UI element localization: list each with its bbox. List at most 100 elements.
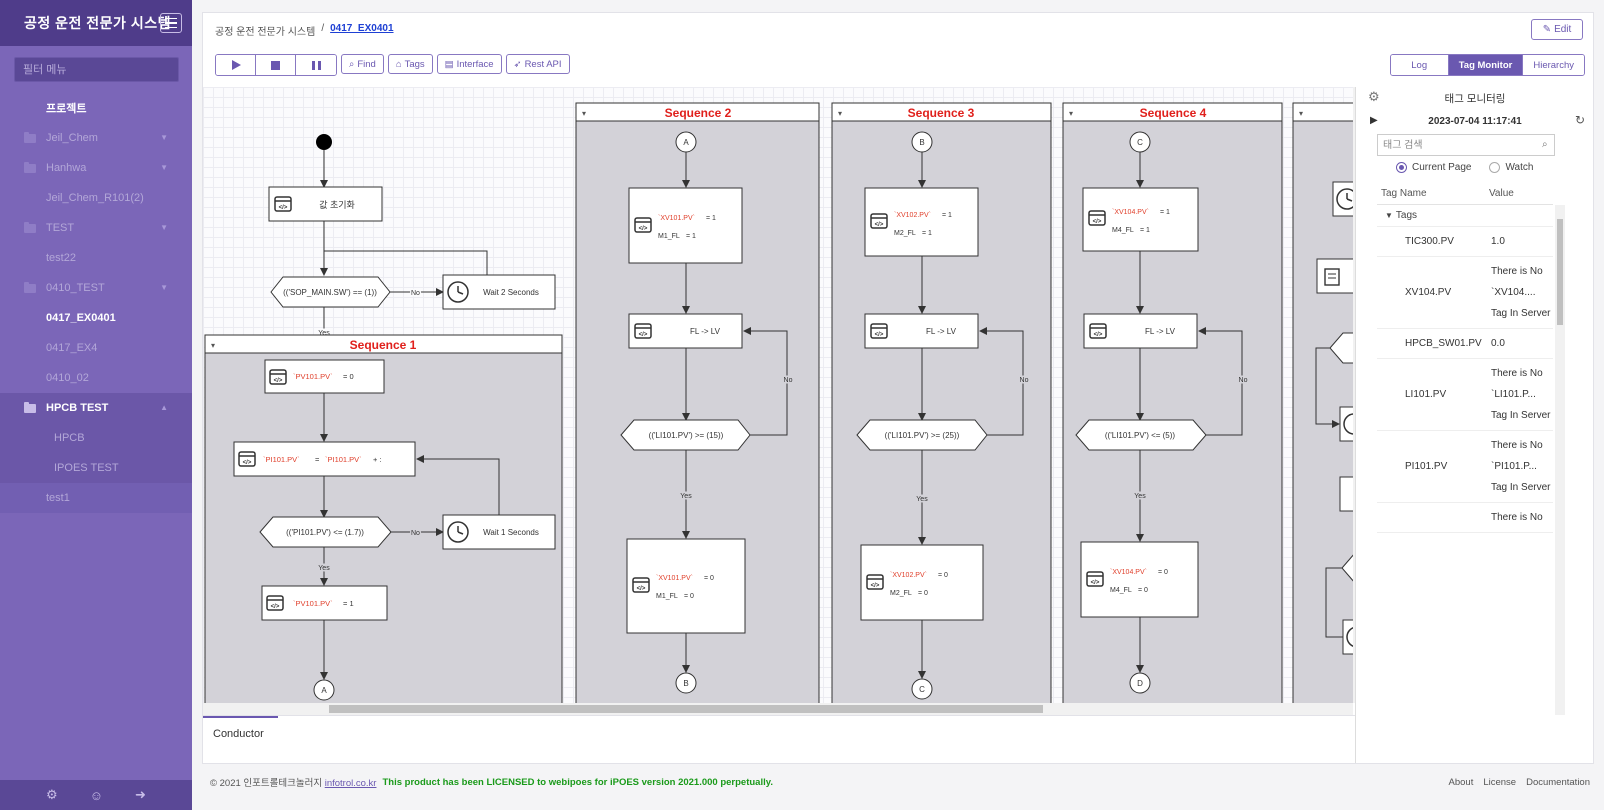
seq4-close-valve-block[interactable]: `XV104.PV` = 0 M4_FL = 0 <box>1080 541 1199 618</box>
tags-button[interactable]: ⌂Tags <box>387 54 433 74</box>
tag-group-row[interactable]: ▼ Tags <box>1377 205 1553 227</box>
seq2-open-valve-block[interactable]: `XV101.PV` = 1 M1_FL = 1 <box>628 187 743 264</box>
connector-d[interactable]: D <box>1129 672 1151 694</box>
seq3-close-valve-block[interactable]: `XV102.PV` = 0 M2_FL = 0 <box>860 544 984 621</box>
table-row[interactable]: XV104.PV There is No `XV104.... Tag In S… <box>1377 257 1553 329</box>
company-link[interactable]: infotrol.co.kr <box>324 778 377 789</box>
sop-main-condition[interactable]: (('SOP_MAIN.SW') == (1)) <box>270 276 391 308</box>
seq3-level-condition[interactable]: (('LI101.PV') >= (25)) <box>856 419 988 451</box>
logout-icon[interactable]: ➜ <box>135 787 146 802</box>
svg-text:= 0: = 0 <box>1158 569 1168 576</box>
canvas-horizontal-scrollbar[interactable] <box>203 703 1353 715</box>
tab-conductor[interactable]: Conductor <box>203 716 278 754</box>
svg-text:M4_FL: M4_FL <box>1112 227 1134 234</box>
tag-name: TIC300.PV <box>1405 236 1454 247</box>
seq4-fl-lv-block[interactable]: FL -> LV <box>1083 313 1198 349</box>
seq3-fl-lv-block[interactable]: FL -> LV <box>864 313 979 349</box>
sidebar-filter-input[interactable] <box>14 57 179 82</box>
radio-current-page[interactable]: Current Page <box>1396 162 1471 173</box>
tag-monitor-title: 태그 모니터링 <box>1444 93 1506 105</box>
start-node[interactable] <box>316 134 332 150</box>
user-icon[interactable]: ☺ <box>89 787 103 803</box>
connector-c-in[interactable]: C <box>1129 131 1151 153</box>
sidebar-footer: ⚙ ☺ ➜ <box>0 780 192 810</box>
sidebar-item-test22[interactable]: test22 <box>0 243 192 273</box>
sidebar-item-0417-ex4[interactable]: 0417_EX4 <box>0 333 192 363</box>
radio-label: Current Page <box>1412 162 1472 173</box>
set-pv101-block[interactable]: `PV101.PV` = 0 <box>264 359 385 394</box>
tag-table-scrollbar[interactable] <box>1555 205 1565 715</box>
sidebar-item-ipoes-test[interactable]: IPOES TEST <box>0 453 192 483</box>
connector-a[interactable]: A <box>313 679 335 701</box>
sidebar-item-jeil-chem-r101[interactable]: Jeil_Chem_R101(2) <box>0 183 192 213</box>
interface-button[interactable]: ▤Interface <box>436 54 502 74</box>
seq2-fl-lv-block[interactable]: FL -> LV <box>628 313 743 349</box>
tag-name: LI101.PV <box>1405 389 1447 400</box>
edit-button[interactable]: ✎ Edit <box>1531 19 1583 40</box>
wait-2-seconds-block[interactable]: Wait 2 Seconds <box>442 274 556 310</box>
connector-a-in[interactable]: A <box>675 131 697 153</box>
sidebar-item-0410-test[interactable]: 0410_TEST▼ <box>0 273 192 303</box>
connector-c[interactable]: C <box>911 678 933 700</box>
stop-icon <box>271 60 280 70</box>
tab-log[interactable]: Log <box>1390 55 1449 75</box>
gear-icon[interactable]: ⚙ <box>1368 89 1380 104</box>
user-settings-icon[interactable]: ⚙ <box>46 787 58 802</box>
sidebar-item-jeil-chem[interactable]: Jeil_Chem▼ <box>0 123 192 153</box>
table-row[interactable]: PI101.PV There is No `PI101.P... Tag In … <box>1377 431 1553 503</box>
sidebar-root-projects[interactable]: 프로젝트 <box>0 93 192 123</box>
rest-api-button[interactable]: ➶Rest API <box>505 54 570 74</box>
column-header-name[interactable]: Tag Name <box>1381 188 1427 199</box>
find-button[interactable]: ⌕Find <box>341 54 384 74</box>
play-button[interactable] <box>216 55 256 75</box>
run-controls <box>215 54 337 76</box>
sidebar-item-test1[interactable]: test1 <box>0 483 192 513</box>
svg-text:Yes: Yes <box>916 496 928 503</box>
refresh-icon[interactable]: ↻ <box>1574 113 1585 127</box>
table-row[interactable]: TIC300.PV 1.0 <box>1377 227 1553 257</box>
seq2-level-condition[interactable]: (('LI101.PV') >= (15)) <box>620 419 751 451</box>
sidebar-item-hpcb[interactable]: HPCB <box>0 423 192 453</box>
stop-button[interactable] <box>256 55 296 75</box>
tag-search-input[interactable] <box>1377 134 1555 156</box>
diagram-canvas[interactable]: </> 값 초기화 (('SOP_MAIN.SW') == (1) <box>203 87 1353 703</box>
tab-tag-monitor[interactable]: Tag Monitor <box>1448 55 1524 75</box>
menu-toggle-icon[interactable] <box>160 13 182 33</box>
table-row[interactable]: LI101.PV There is No `LI101.P... Tag In … <box>1377 359 1553 431</box>
about-link[interactable]: About <box>1448 776 1474 788</box>
sidebar-item-test[interactable]: TEST▼ <box>0 213 192 243</box>
pi101-condition[interactable]: (('PI101.PV') <= (1.7)) <box>259 516 392 548</box>
sidebar-item-hanhwa[interactable]: Hanhwa▼ <box>0 153 192 183</box>
seq4-level-condition[interactable]: (('LI101.PV') <= (5)) <box>1075 419 1207 451</box>
connector-b[interactable]: B <box>675 672 697 694</box>
seq2-close-valve-block[interactable]: `XV101.PV` = 0 M1_FL = 0 <box>626 538 746 634</box>
svg-text:FL -> LV: FL -> LV <box>926 327 957 336</box>
play-icon[interactable]: ▶ <box>1370 115 1378 126</box>
set-pv101-on-block[interactable]: `PV101.PV` = 1 <box>261 585 388 621</box>
column-header-value[interactable]: Value <box>1489 188 1514 199</box>
svg-text:`XV102.PV`: `XV102.PV` <box>894 212 931 219</box>
table-row[interactable]: HPCB_SW01.PV 0.0 <box>1377 329 1553 359</box>
pause-button[interactable] <box>296 55 336 75</box>
radio-watch[interactable]: Watch <box>1489 162 1533 173</box>
interface-icon: ▤ <box>444 58 454 70</box>
seq4-open-valve-block[interactable]: `XV104.PV` = 1 M4_FL = 1 <box>1082 187 1199 252</box>
connector-b-in[interactable]: B <box>911 131 933 153</box>
init-values-block[interactable]: 값 초기화 <box>268 186 383 222</box>
seq3-open-valve-block[interactable]: `XV102.PV` = 1 M2_FL = 1 <box>864 187 979 257</box>
sequence-5-container[interactable]: ▾ <box>1292 102 1353 703</box>
breadcrumb-current[interactable]: 0417_EX0401 <box>330 23 394 34</box>
license-link[interactable]: License <box>1483 776 1517 788</box>
no-label: No <box>411 290 420 297</box>
sidebar-item-hpcb-test[interactable]: HPCB TEST▲ <box>0 393 192 423</box>
edit-icon: ✎ <box>1542 24 1552 35</box>
play-icon <box>231 60 241 70</box>
documentation-link[interactable]: Documentation <box>1526 776 1590 788</box>
svg-text:`XV104.PV`: `XV104.PV` <box>1110 569 1147 576</box>
table-row[interactable]: There is No <box>1377 503 1553 533</box>
wait-1-seconds-block[interactable]: Wait 1 Seconds <box>442 514 556 550</box>
pi101-increment-block[interactable]: `PI101.PV` = `PI101.PV` + : <box>233 441 416 477</box>
sidebar-item-0410-02[interactable]: 0410_02 <box>0 363 192 393</box>
sidebar-item-0417-ex0401[interactable]: 0417_EX0401 <box>0 303 192 333</box>
tab-hierarchy[interactable]: Hierarchy <box>1523 55 1584 75</box>
